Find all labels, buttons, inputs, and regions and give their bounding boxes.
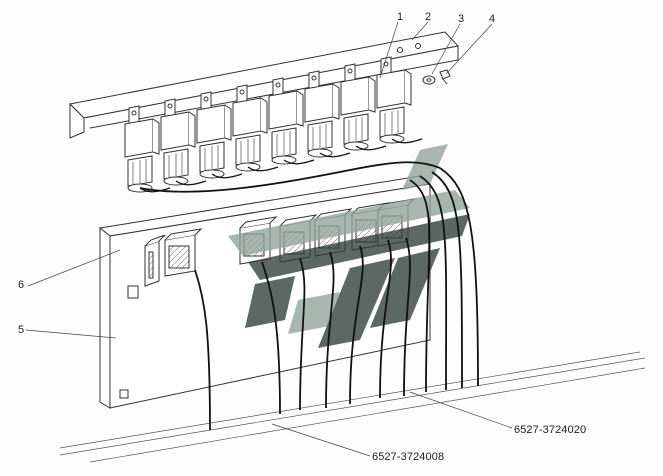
watermark-logo: [228, 144, 470, 348]
mounting-bracket: [68, 31, 459, 139]
part-number-harness-a: 6527-3724020: [514, 424, 587, 436]
wire: [139, 187, 171, 193]
wire: [299, 257, 306, 411]
relay: [304, 70, 340, 158]
wire: [247, 166, 279, 172]
relay: [160, 98, 196, 186]
relay: [340, 63, 376, 151]
wire: [283, 159, 315, 165]
part-number-harness-b: 6527-3724008: [372, 451, 445, 463]
wire: [379, 239, 392, 399]
wire: [349, 245, 364, 405]
callout-6: 6: [18, 279, 25, 291]
wire: [355, 145, 387, 151]
relay: [232, 84, 268, 172]
callout-2: 2: [425, 11, 432, 23]
harness-trunk: [139, 161, 441, 193]
wire: [211, 173, 243, 179]
relay: [124, 105, 160, 193]
wire: [325, 251, 335, 409]
wire: [409, 179, 431, 393]
relay: [268, 77, 304, 165]
connector: [164, 228, 203, 277]
leader-lines: [25, 21, 513, 457]
callout-3: 3: [458, 13, 465, 25]
wire: [419, 175, 448, 391]
wire: [391, 138, 423, 144]
wire: [431, 171, 463, 389]
relay: [376, 56, 412, 144]
wire: [403, 237, 411, 397]
wire: [439, 167, 479, 387]
bolt: [439, 69, 451, 85]
washer: [422, 75, 436, 85]
relay: [196, 91, 232, 179]
relay-row: [124, 56, 412, 193]
wire: [261, 261, 281, 415]
wire: [175, 180, 207, 186]
wire-harness: [139, 138, 479, 431]
connector: [144, 234, 166, 287]
wire: [319, 152, 351, 158]
wire: [194, 269, 211, 431]
callout-4: 4: [489, 13, 496, 25]
callout-5: 5: [18, 324, 25, 336]
callout-1: 1: [397, 11, 404, 23]
